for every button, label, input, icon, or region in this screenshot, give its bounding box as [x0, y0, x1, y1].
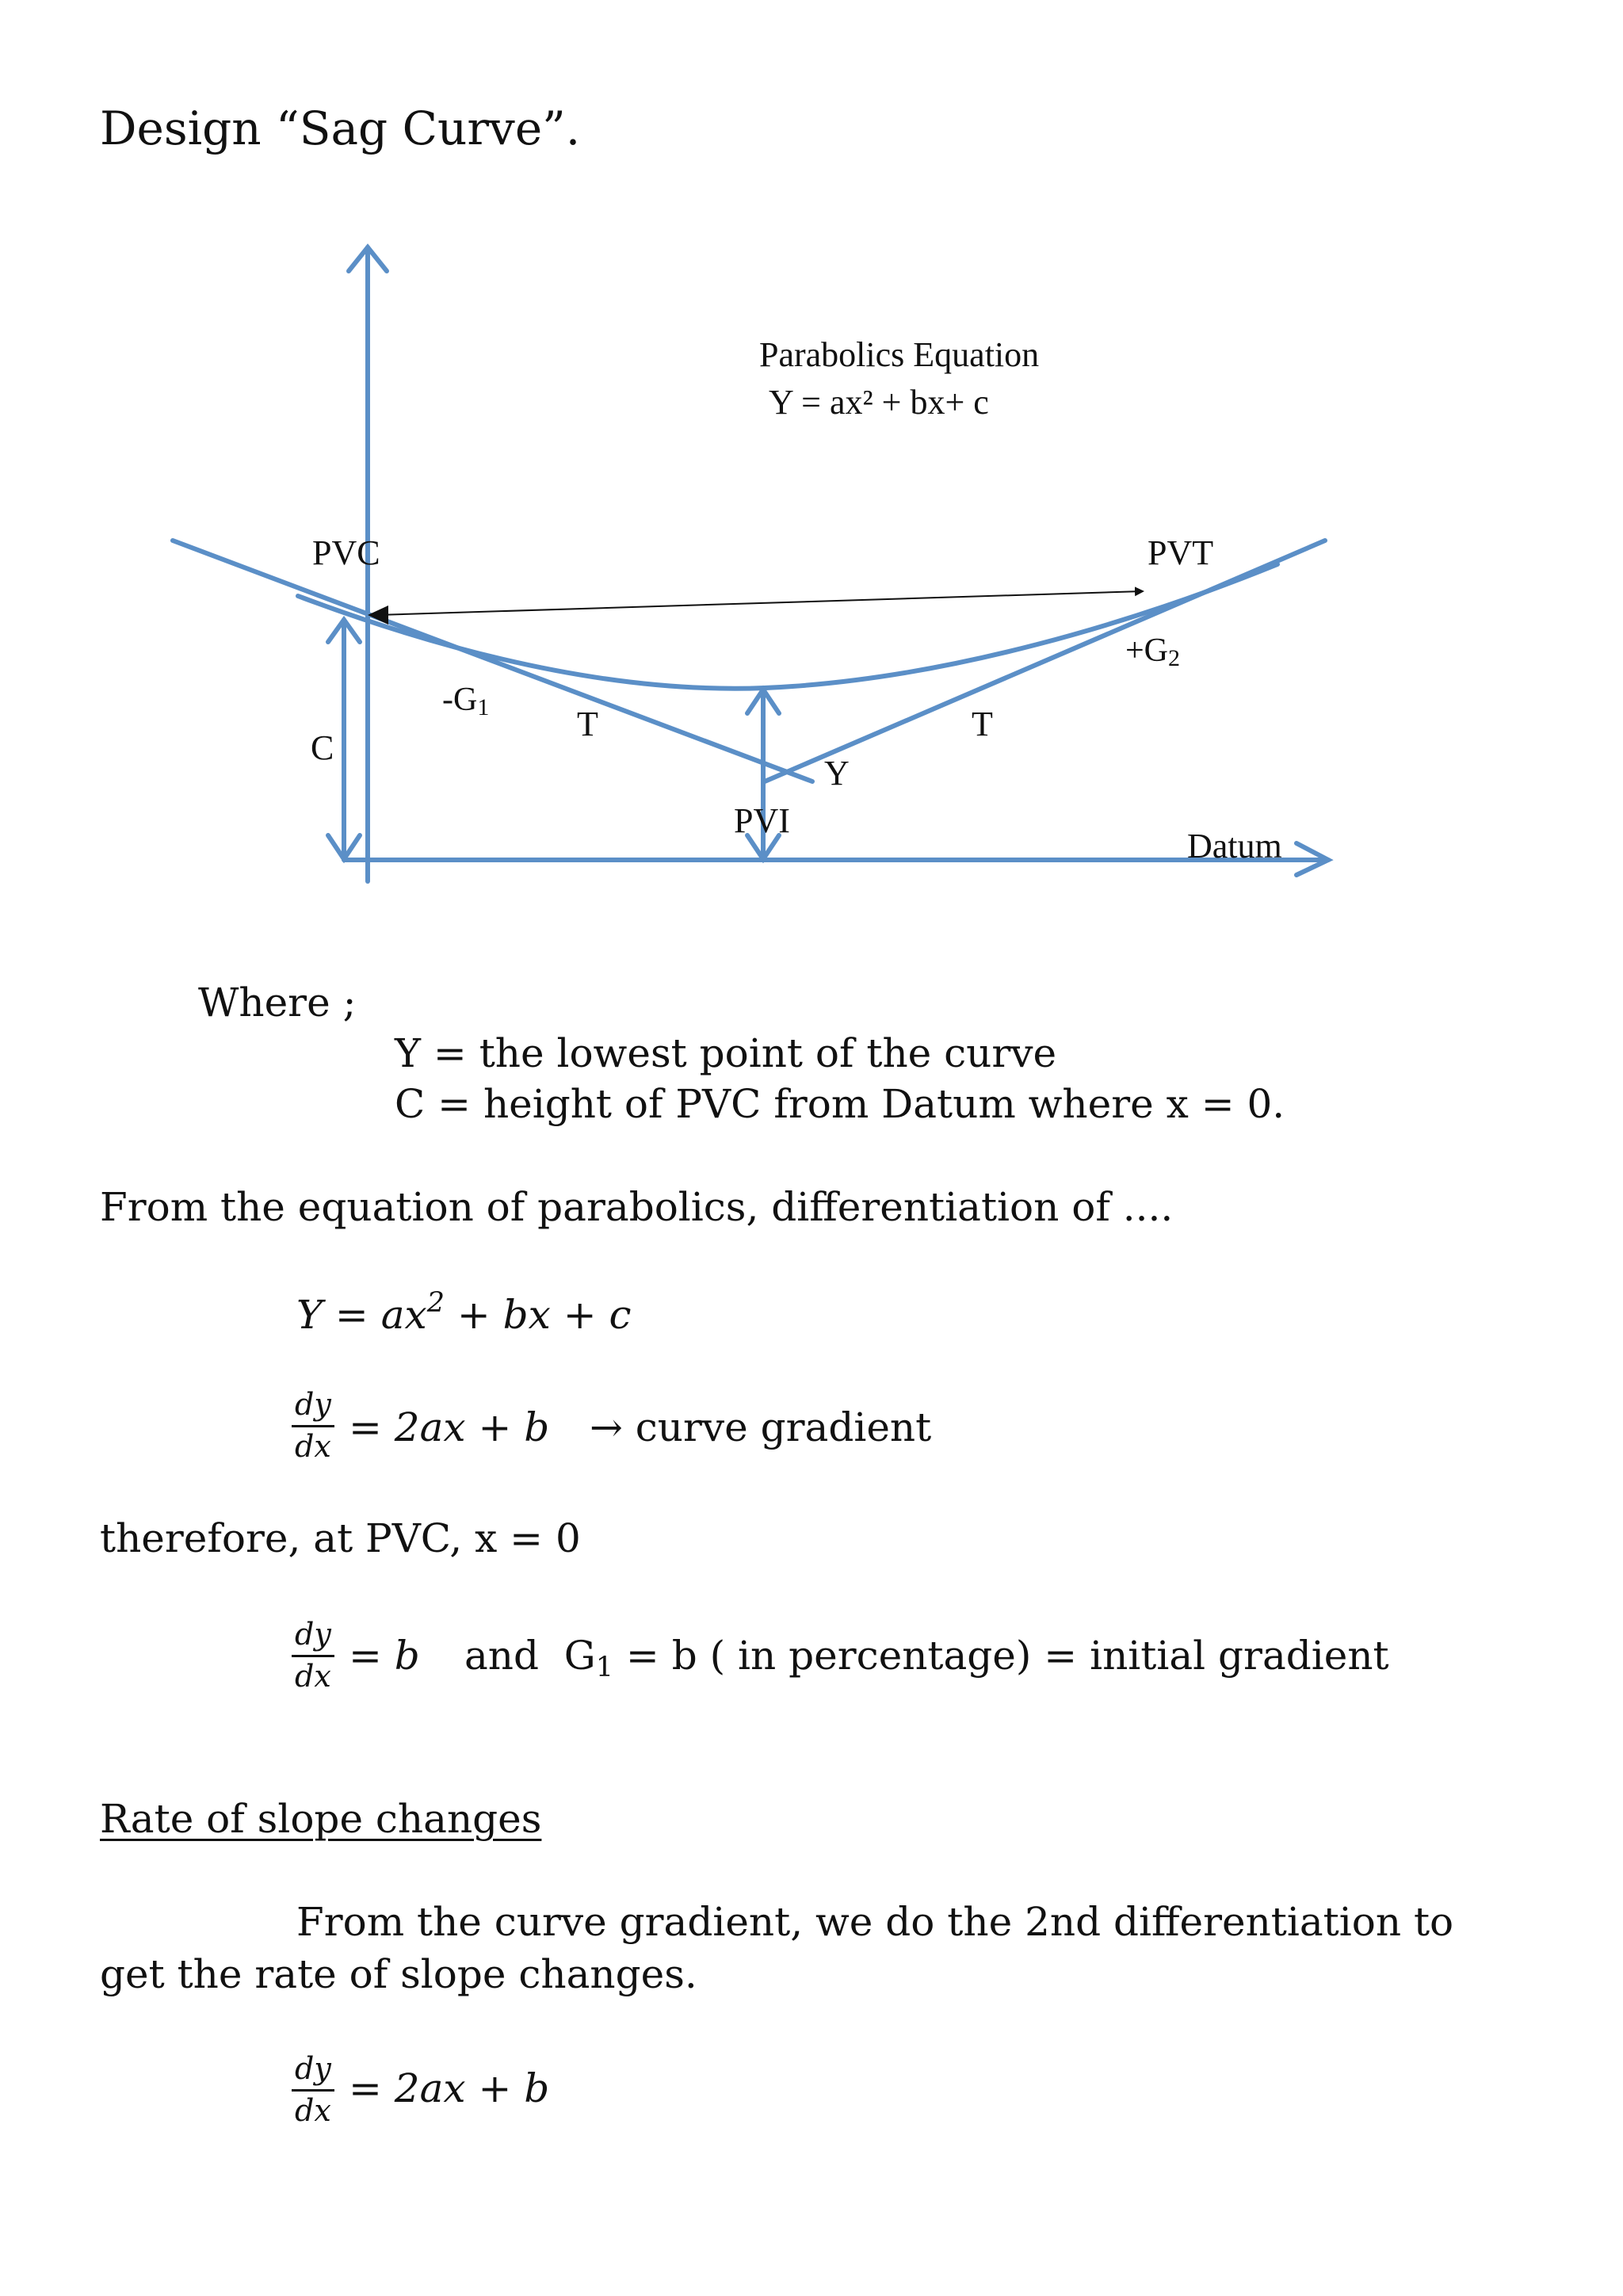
sag-curve-diagram: Parabolics Equation Y = ax² + bx+ c PVC … [170, 243, 1334, 884]
fraction-numerator: dy [292, 1617, 334, 1657]
derivative-fraction-2: dy dx [292, 1617, 334, 1694]
label-datum: Datum [1187, 827, 1282, 865]
where-line-y: Y = the lowest point of the curve [395, 1030, 1057, 1076]
c-height-arrowhead-bottom [326, 833, 362, 864]
label-y: Y [824, 754, 850, 793]
fraction-denominator: dx [295, 2093, 331, 2128]
label-pvc: PVC [312, 533, 380, 572]
fraction-numerator: dy [292, 1387, 334, 1427]
paragraph-rate-line-1: From the curve gradient, we do the 2nd d… [296, 1899, 1454, 1945]
datum-axis-arrowhead [1294, 841, 1334, 877]
label-g2: +G2 [1125, 632, 1180, 671]
equation-initial-rhs: = b [349, 1633, 420, 1679]
equation-parabola: Y = ax2 + bx + c [296, 1287, 632, 1338]
curve-length-arrowhead-left [368, 606, 388, 625]
where-label: Where ; [198, 980, 357, 1026]
equation-derivative-rhs: = 2ax + b [349, 1404, 550, 1450]
pvi-arrowhead-bottom [745, 833, 781, 864]
label-pvt: PVT [1148, 533, 1213, 572]
curve-gradient-note: → curve gradient [590, 1404, 932, 1450]
derivative-fraction-3: dy dx [292, 2051, 334, 2128]
c-height-arrowhead-top [326, 615, 362, 644]
fraction-numerator: dy [292, 2051, 334, 2092]
equation-title: Parabolics Equation [759, 335, 1039, 374]
label-c: C [311, 728, 334, 767]
page-title: Design “Sag Curve”. [100, 101, 581, 155]
label-t-left: T [577, 705, 598, 743]
paragraph-rate-line-2: get the rate of slope changes. [100, 1951, 697, 1997]
initial-gradient-note: and G1 = b ( in percentage) = initial gr… [464, 1633, 1389, 1683]
equation-second-rhs: = 2ax + b [349, 2065, 550, 2111]
label-g1: -G1 [442, 682, 489, 720]
where-line-c: C = height of PVC from Datum where x = 0… [395, 1081, 1285, 1127]
pvi-arrowhead-top [745, 685, 781, 716]
tangent-left-line [170, 538, 815, 784]
paragraph-differentiation: From the equation of parabolics, differe… [100, 1184, 1174, 1230]
section-heading: Rate of slope changes [100, 1796, 542, 1842]
equation-text: Y = ax² + bx+ c [769, 383, 989, 422]
label-t-right: T [972, 705, 993, 743]
fraction-denominator: dx [295, 1659, 331, 1694]
label-pvi: PVI [734, 801, 790, 840]
vertical-axis-arrowhead [346, 243, 389, 273]
paragraph-therefore: therefore, at PVC, x = 0 [100, 1515, 581, 1561]
derivative-fraction-1: dy dx [292, 1387, 334, 1464]
curve-length-arrow [376, 586, 1144, 616]
fraction-denominator: dx [295, 1429, 331, 1464]
sag-curve-line [296, 562, 1280, 691]
